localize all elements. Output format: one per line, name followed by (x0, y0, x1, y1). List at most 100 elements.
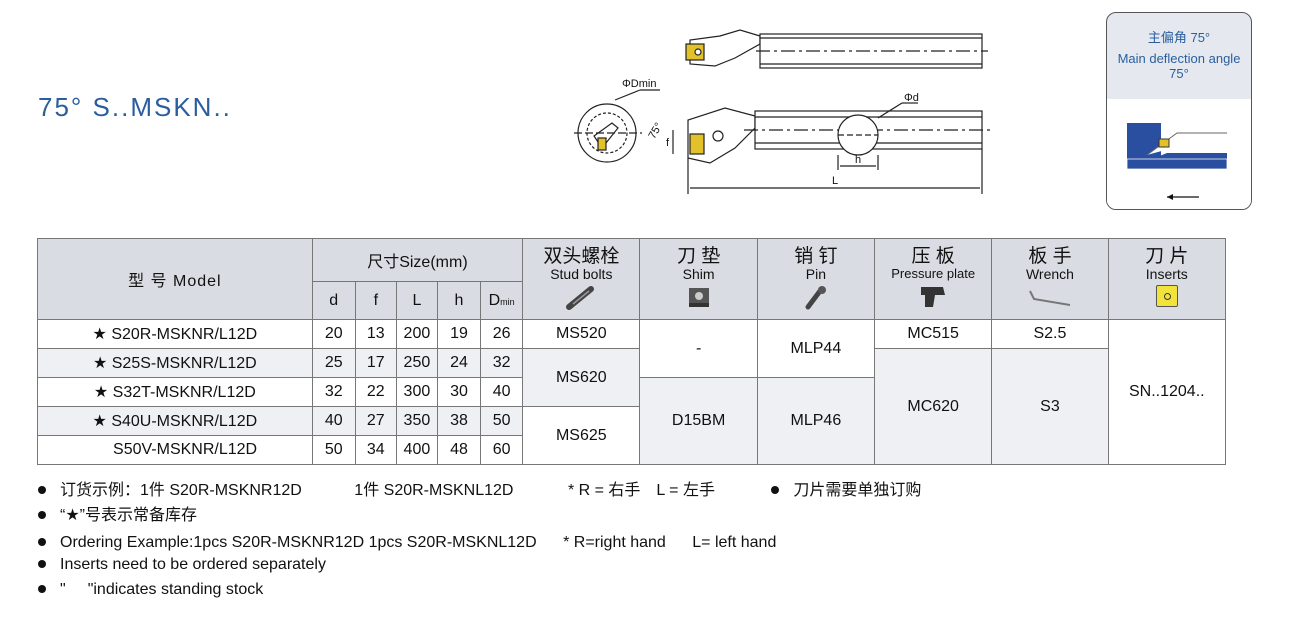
dmin-label: ΦDmin (622, 78, 656, 90)
wrench-cell: S2.5 (991, 319, 1109, 349)
deflection-en: Main deflection angle 75° (1117, 51, 1241, 81)
end-view (574, 89, 660, 163)
table-row: ★ S32T-MSKNR/L12D 32 22 300 30 40 D15BM … (37, 377, 1226, 465)
bullet-icon (38, 510, 46, 519)
wrench-en: Wrench (1025, 266, 1074, 282)
bullet-icon (771, 485, 780, 494)
note-cn-star: “★”号表示常备库存 (60, 507, 198, 524)
wrench-cell: S3 (991, 348, 1109, 465)
h-cell: 38 (436, 406, 482, 436)
dmin-cell: 50 (480, 406, 524, 436)
bullet-icon (38, 584, 46, 593)
stock-star: ★ (92, 413, 107, 430)
d-cell: 25 (311, 348, 356, 378)
stud-cell: MS625 (522, 406, 641, 465)
plate-cell: MC515 (874, 319, 993, 349)
insert-en: Inserts (1145, 265, 1188, 282)
insert-icon (1155, 284, 1178, 307)
col-dmin-sub: min (500, 296, 515, 307)
shim-cell: D15BM (639, 377, 758, 465)
shim-en: Shim (682, 266, 715, 282)
deflection-panel: 主偏角 75° Main deflection angle 75° (1106, 12, 1252, 210)
f-label: f (666, 137, 670, 149)
stock-star: ★ (92, 355, 108, 372)
note-en-stock: " "indicates standing stock (38, 581, 263, 599)
tool-top-view (685, 29, 988, 69)
model-cell: ★ S20R-MSKNR/L12D (37, 319, 313, 349)
note-cn-example-l: 1件 S20R-MSKNL12D (354, 482, 514, 499)
insert-header: 刀 片 Inserts (1107, 238, 1227, 320)
shim-header: 刀 垫 Shim (639, 238, 758, 320)
note-cn-insert: 刀片需要单独订购 (793, 482, 922, 499)
stud-bolt-icon (566, 286, 595, 310)
bullet-icon (38, 559, 46, 568)
size-header: 尺寸Size(mm) (311, 238, 524, 282)
shim-icon (688, 288, 709, 307)
pin-header: 销 钉 Pin (756, 238, 876, 320)
note-cn-stock: “★”号表示常备库存 (38, 501, 197, 525)
pin-icon (805, 286, 826, 310)
d-cell: 32 (311, 377, 356, 407)
d-label: Φd (904, 92, 919, 104)
note-cn-example: 订货示例：1件 S20R-MSKNR12D (60, 482, 302, 499)
stud-header: 双头螺栓 Stud bolts (522, 238, 641, 320)
h-cell: 30 (436, 377, 482, 407)
note-cn-hand: * R = 右手 L = 左手 (567, 482, 715, 499)
plate-cn: 压 板 (911, 246, 955, 267)
note-en-separate: Inserts need to be ordered separately (60, 556, 326, 573)
note-en-order: Ordering Example:1pcs S20R-MSKNR12D 1pcs… (38, 534, 776, 552)
note-en-left: L= left hand (692, 534, 777, 551)
note-en-right: * R=right hand (563, 534, 666, 551)
note-en-insert: Inserts need to be ordered separately (38, 556, 326, 574)
pin-cell: MLP46 (756, 377, 876, 465)
note-en-standing: "indicates standing stock (87, 581, 264, 598)
note-en-example: Ordering Example:1pcs S20R-MSKNR12D 1pcs… (60, 534, 537, 551)
col-f: f (354, 281, 397, 320)
table-row: ★ S25S-MSKNR/L12D 25 17 250 24 32 MS620 … (37, 348, 1226, 465)
l-cell: 250 (395, 348, 438, 378)
insert-cn: 刀 片 (1145, 245, 1189, 267)
deflection-cn: 主偏角 75° (1147, 30, 1211, 45)
pin-cell: MLP44 (756, 319, 876, 378)
shim-cell: - (639, 319, 758, 378)
pin-en: Pin (805, 266, 826, 282)
table-row: ★ S20R-MSKNR/L12D 20 13 200 19 26 MS520 … (37, 319, 1227, 465)
l-label: L (832, 175, 838, 187)
page-title: 75° S..MSKN.. (38, 92, 232, 122)
col-h: h (436, 281, 482, 320)
d-cell: 40 (311, 406, 356, 436)
plate-header: 压 板 Pressure plate (874, 238, 993, 320)
model-code: S40U-MSKNR/L12D (111, 413, 258, 430)
spec-table: 型 号 Model 尺寸Size(mm) 双头螺栓 Stud bolts 刀 垫… (37, 238, 1227, 465)
model-code: S32T-MSKNR/L12D (112, 384, 256, 401)
pin-cn: 销 钉 (794, 246, 838, 267)
col-d: d (311, 281, 356, 320)
plate-cell: MC620 (874, 348, 993, 465)
dmin-cell: 40 (480, 377, 524, 407)
stud-cn: 双头螺栓 (543, 246, 620, 267)
d-cell: 20 (311, 319, 356, 349)
wrench-header: 板 手 Wrench (991, 238, 1109, 320)
model-cell: ★ S25S-MSKNR/L12D (37, 348, 313, 378)
stud-cell: MS520 (522, 319, 641, 349)
l-cell: 200 (395, 319, 438, 349)
h-cell: 19 (436, 319, 482, 349)
model-cell: ★ S32T-MSKNR/L12D (37, 377, 313, 407)
tool-side-view (672, 102, 990, 194)
shim-cn: 刀 垫 (676, 246, 721, 267)
model-cell: ★ S40U-MSKNR/L12D (37, 406, 313, 436)
f-cell: 27 (354, 406, 397, 436)
stock-star: ★ (93, 384, 109, 401)
model-code: S25S-MSKNR/L12D (111, 355, 257, 372)
f-cell: 13 (354, 319, 397, 349)
l-cell: 300 (395, 377, 438, 407)
angle-label: 75° (646, 121, 665, 141)
tool-drawing: ΦDmin Φd 75° f h L (574, 29, 990, 194)
h-label: h (855, 154, 861, 166)
insert-cell: SN..1204.. (1107, 319, 1227, 465)
stock-star: ★ (92, 326, 107, 343)
d-cell: 50 (311, 435, 356, 465)
bullet-icon (38, 537, 46, 546)
f-cell: 22 (354, 377, 397, 407)
note-en-quote: " (60, 581, 66, 598)
